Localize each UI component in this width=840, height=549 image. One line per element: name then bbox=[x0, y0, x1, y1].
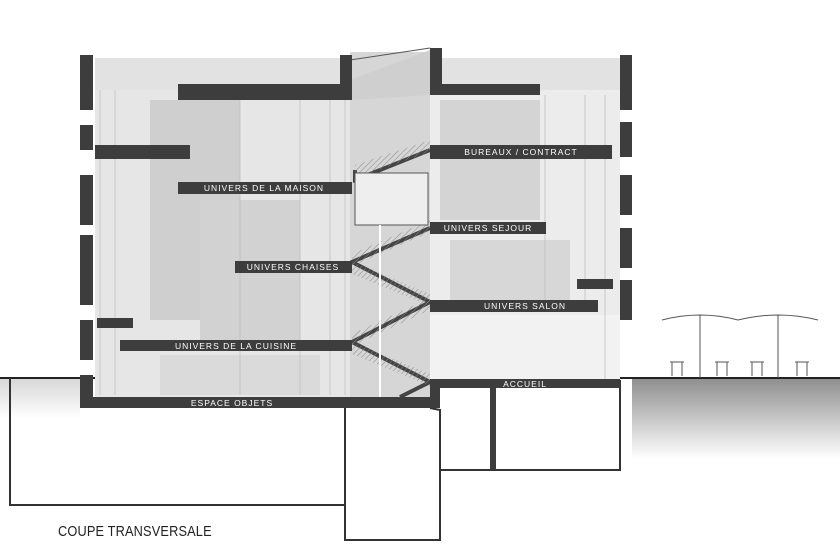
wall-right bbox=[620, 55, 632, 110]
slab-cuisine: UNIVERS DE LA CUISINE bbox=[120, 340, 352, 351]
label-objets: ESPACE OBJETS bbox=[191, 398, 273, 408]
slab-chaises: UNIVERS CHAISES bbox=[235, 261, 352, 273]
label-maison: UNIVERS DE LA MAISON bbox=[204, 183, 324, 193]
terrace-umbrellas bbox=[661, 314, 819, 378]
label-salon: UNIVERS SALON bbox=[484, 301, 566, 311]
label-accueil: ACCUEIL bbox=[503, 379, 547, 389]
drawing-title: COUPE TRANSVERSALE bbox=[58, 523, 212, 540]
label-sejour: UNIVERS SEJOUR bbox=[444, 223, 533, 233]
slab-sejour: UNIVERS SEJOUR bbox=[430, 222, 546, 234]
label-cuisine: UNIVERS DE LA CUISINE bbox=[175, 341, 297, 351]
slab-bureaux: BUREAUX / CONTRACT bbox=[430, 145, 612, 159]
ground bbox=[0, 377, 840, 459]
roof-slab-left bbox=[178, 84, 350, 100]
slab-objets: ESPACE OBJETS bbox=[80, 379, 440, 408]
slab-accueil: ACCUEIL bbox=[430, 379, 620, 389]
slab-maison: UNIVERS DE LA MAISON bbox=[178, 182, 352, 194]
staircase bbox=[347, 47, 435, 540]
basement bbox=[9, 378, 621, 541]
wall-left bbox=[80, 55, 93, 110]
balcony-slab bbox=[95, 145, 190, 159]
elevator-cabin bbox=[354, 172, 429, 226]
roof-slab-right bbox=[430, 84, 540, 95]
label-chaises: UNIVERS CHAISES bbox=[247, 262, 339, 272]
slab-salon: UNIVERS SALON bbox=[430, 300, 598, 312]
label-bureaux: BUREAUX / CONTRACT bbox=[464, 147, 577, 157]
